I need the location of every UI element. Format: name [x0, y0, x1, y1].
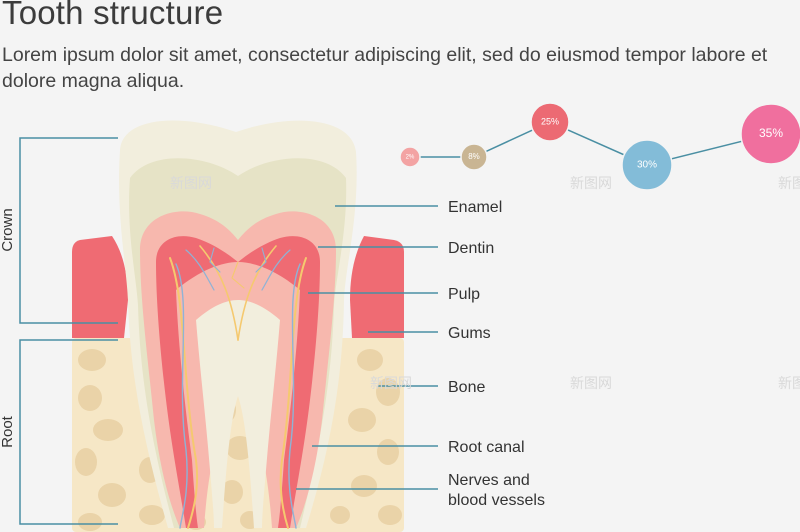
root-label: Root — [0, 415, 16, 448]
bubble-3: 25% — [530, 102, 570, 142]
watermark: 新图网 — [570, 176, 612, 192]
watermark: 新图网 — [370, 376, 412, 392]
bubble-1: 2% — [399, 146, 421, 168]
label-gums: Gums — [448, 325, 491, 342]
page-title: Tooth structure — [2, 0, 224, 31]
bubble-2-label: 8% — [468, 152, 480, 161]
label-nerves-line1: Nerves and — [448, 472, 530, 489]
watermark: 新图网 — [570, 376, 612, 392]
page-description: Lorem ipsum dolor sit amet, consectetur … — [2, 44, 768, 92]
nerves-vessels — [169, 245, 307, 529]
watermark: 新图网 — [778, 376, 800, 392]
bubble-3-label: 25% — [541, 116, 559, 126]
bubble-4: 30% — [621, 139, 673, 191]
label-bone: Bone — [448, 379, 485, 396]
right-gum — [350, 236, 404, 338]
label-enamel: Enamel — [448, 199, 502, 216]
left-gum — [72, 236, 128, 338]
label-dentin: Dentin — [448, 240, 494, 257]
bubble-5: 35% — [740, 103, 800, 165]
crown-label: Crown — [0, 208, 16, 251]
label-pulp: Pulp — [448, 286, 480, 303]
section-brackets — [19, 137, 118, 525]
watermark: 新图网 — [170, 176, 212, 192]
bubble-2: 8% — [460, 143, 488, 171]
label-root-canal: Root canal — [448, 439, 525, 456]
callout-lines — [296, 205, 438, 490]
label-nerves-line2: blood vessels — [448, 492, 545, 509]
bubble-5-label: 35% — [759, 126, 783, 140]
watermark: 新图网 — [778, 176, 800, 192]
root-core — [196, 300, 280, 528]
bubble-1-label: 2% — [406, 155, 415, 161]
bubble-4-label: 30% — [637, 160, 657, 171]
